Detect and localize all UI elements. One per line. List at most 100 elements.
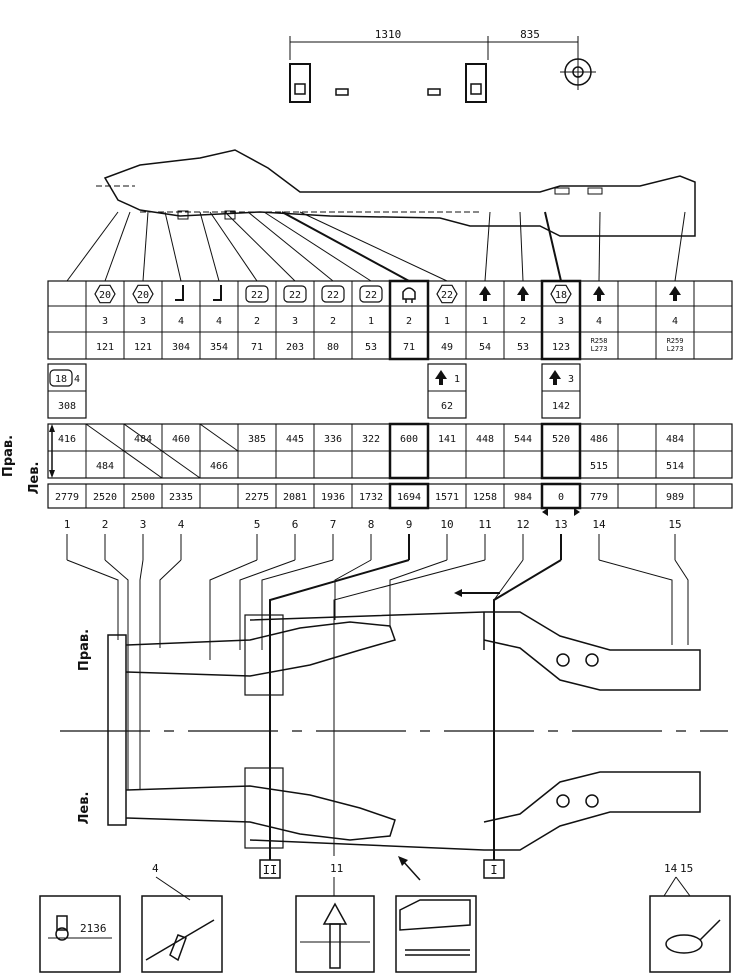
fastener-qty: 1 — [482, 316, 488, 327]
fastener-qty: 3 — [292, 316, 298, 327]
distance-value: 1258 — [473, 492, 497, 503]
up-arrow-icon — [549, 370, 561, 379]
fastener-qty: 1 — [444, 316, 450, 327]
fastener-size: 121 — [134, 342, 152, 353]
right-value: 486 — [590, 434, 608, 445]
extra-size: 308 — [58, 401, 76, 412]
inset-value: 2136 — [80, 922, 107, 935]
fastener-qty: 4 — [216, 316, 222, 327]
rounded-bolt-icon — [283, 285, 307, 303]
dimension-835: 835 — [520, 28, 540, 41]
inset-sill — [395, 895, 477, 973]
distance-value: 2335 — [169, 492, 193, 503]
right-value: 336 — [324, 434, 342, 445]
section-ii-label: II — [263, 863, 277, 877]
rounded-bolt-icon — [245, 285, 269, 303]
callout-14: 14 — [664, 862, 678, 875]
icon-label: 20 — [99, 290, 111, 301]
hexagon-bolt-icon — [132, 284, 154, 304]
extra-size: 62 — [441, 401, 453, 412]
right-value: 600 — [400, 434, 418, 445]
hexagon-bolt-icon — [436, 284, 458, 304]
icon-label: 22 — [251, 290, 263, 301]
rounded-bolt-icon — [321, 285, 345, 303]
icon-label: 18 — [555, 290, 567, 301]
point-number: 6 — [292, 518, 299, 531]
point-number: 1 — [64, 518, 71, 531]
point-number: 4 — [178, 518, 185, 531]
fastener-qty: 2 — [406, 316, 412, 327]
rounded-bolt-icon — [49, 369, 73, 387]
distance-value: 984 — [514, 492, 532, 503]
right-value: 385 — [248, 434, 266, 445]
distance-value: 989 — [666, 492, 684, 503]
inset-hook — [141, 895, 223, 973]
distance-value: 2081 — [283, 492, 307, 503]
mount-icon — [402, 287, 416, 300]
icon-label: 22 — [441, 290, 453, 301]
left-value: 484 — [96, 461, 114, 472]
icon-label: 22 — [327, 290, 339, 301]
extra-qty: 3 — [568, 374, 574, 385]
hexagon-bolt-icon — [550, 284, 572, 304]
distance-value: 1936 — [321, 492, 345, 503]
fastener-qty: 1 — [368, 316, 374, 327]
point-number: 14 — [592, 518, 606, 531]
point-number: 5 — [254, 518, 261, 531]
right-value: 544 — [514, 434, 532, 445]
measurement-table: 2031212031214304435422271223203222802215… — [47, 279, 733, 510]
right-mount-icon — [465, 63, 487, 103]
distance-value: 2779 — [55, 492, 79, 503]
inset-gauge — [39, 895, 121, 973]
row-label-left: Лев. — [27, 462, 42, 495]
section-i-label: I — [490, 863, 497, 877]
distance-value: 1732 — [359, 492, 383, 503]
fastener-size: 121 — [96, 342, 114, 353]
top-dimension-view: 1310 835 — [289, 28, 596, 103]
fastener-size: 80 — [327, 342, 339, 353]
fastener-size: 203 — [286, 342, 304, 353]
point-number: 12 — [516, 518, 529, 531]
rounded-bolt-icon — [359, 285, 383, 303]
right-value: 484 — [666, 434, 684, 445]
frame-label-right: Прав. — [77, 629, 92, 671]
point-number: 15 — [668, 518, 681, 531]
right-value: 141 — [438, 434, 456, 445]
fastener-qty: 3 — [102, 316, 108, 327]
distance-value: 2520 — [93, 492, 117, 503]
extra-qty: 4 — [74, 374, 80, 385]
fastener-size: 123 — [552, 342, 570, 353]
hook-icon — [175, 285, 184, 301]
hook-icon — [213, 285, 222, 301]
fastener-qty: 3 — [140, 316, 146, 327]
up-arrow-icon — [517, 286, 529, 295]
point-number: 2 — [102, 518, 109, 531]
fastener-qty: 2 — [254, 316, 260, 327]
inset-muffler — [649, 895, 731, 973]
fastener-qty: 4 — [596, 316, 602, 327]
inset-pin — [295, 895, 375, 973]
fastener-size: 49 — [441, 342, 453, 353]
fastener-size: 53 — [365, 342, 377, 353]
point-number: 8 — [368, 518, 375, 531]
right-value: 445 — [286, 434, 304, 445]
row-label-right: Прав. — [1, 435, 16, 477]
distance-value: 0 — [558, 492, 564, 503]
icon-label: 22 — [289, 290, 301, 301]
distance-value: 2275 — [245, 492, 269, 503]
icon-label: 20 — [137, 290, 149, 301]
up-arrow-icon — [435, 370, 447, 379]
up-arrow-icon — [593, 286, 605, 295]
fastener-size: 71 — [403, 342, 415, 353]
up-arrow-icon — [479, 286, 491, 295]
distance-value: 779 — [590, 492, 608, 503]
right-value: 484 — [134, 434, 152, 445]
callout-15: 15 — [680, 862, 693, 875]
section-ii-marker — [259, 859, 281, 879]
left-value: 515 — [590, 461, 608, 472]
fastener-qty: 2 — [520, 316, 526, 327]
